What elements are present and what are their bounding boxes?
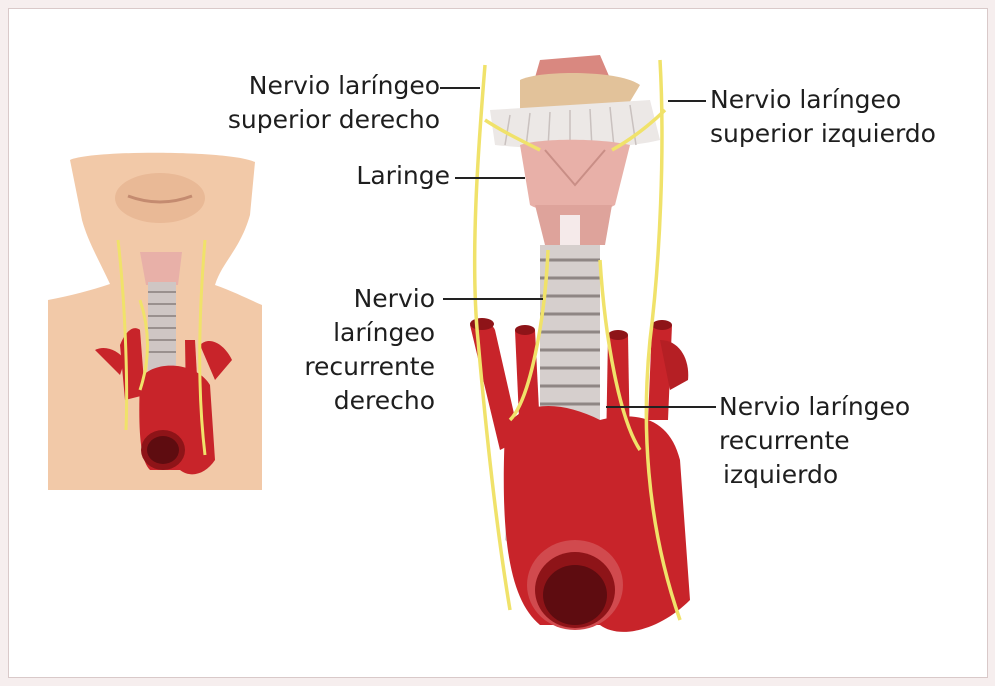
- leader-line: [443, 298, 543, 300]
- label-line: Nervio: [250, 282, 435, 316]
- label-line: derecho: [250, 384, 435, 418]
- label-line: Laringe: [300, 159, 450, 193]
- label-line: superior derecho: [170, 103, 440, 137]
- leader-line: [440, 87, 480, 89]
- label-recurrent-right-nerve: Nervio laríngeo recurrente derecho: [250, 282, 435, 418]
- label-recurrent-left-nerve: Nervio laríngeo recurrente izquierdo: [719, 390, 910, 492]
- label-line: recurrente: [250, 350, 435, 384]
- leader-line: [668, 100, 706, 102]
- label-line: recurrente: [719, 424, 910, 458]
- label-line: Nervio laríngeo: [719, 390, 910, 424]
- label-line: laríngeo: [250, 316, 435, 350]
- leader-line: [455, 177, 525, 179]
- label-line: Nervio laríngeo: [170, 69, 440, 103]
- label-line: Nervio laríngeo: [710, 83, 936, 117]
- label-superior-left-nerve: Nervio laríngeo superior izquierdo: [710, 83, 936, 151]
- leader-line: [606, 406, 716, 408]
- label-superior-right-nerve: Nervio laríngeo superior derecho: [170, 69, 440, 137]
- label-line: izquierdo: [719, 458, 910, 492]
- label-line: superior izquierdo: [710, 117, 936, 151]
- label-larynx: Laringe: [300, 159, 450, 193]
